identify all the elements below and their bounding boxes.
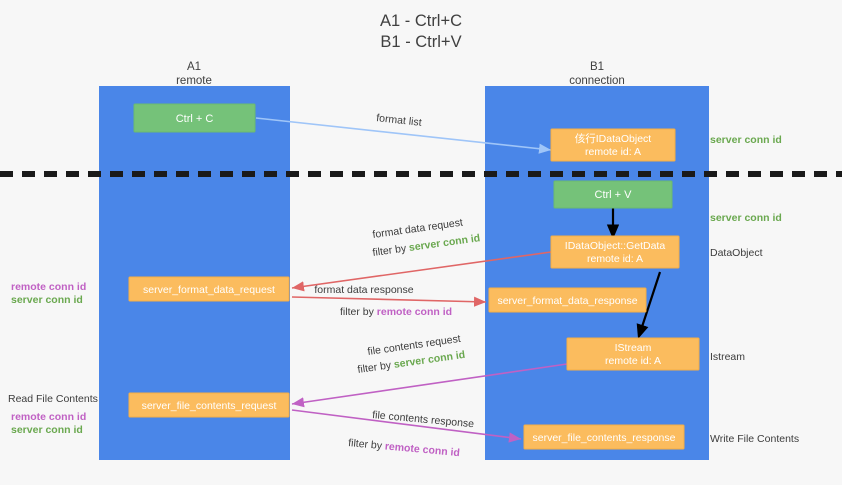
filter-prefix-4: filter by bbox=[348, 437, 386, 452]
filter-key-remote-conn-id-1: remote conn id bbox=[377, 306, 452, 318]
edge-format-data-response bbox=[291, 296, 487, 307]
filter-prefix-2: filter by bbox=[340, 306, 377, 318]
edge-format-list bbox=[255, 117, 552, 154]
node-idataobject-getdata-label-line1: IDataObject::GetData bbox=[565, 240, 666, 252]
node-server-file-contents-response-box[interactable] bbox=[523, 424, 685, 450]
lane-b1-title: B1 bbox=[590, 61, 604, 73]
annotation-write-file-contents: Write File Contents bbox=[710, 433, 799, 445]
node-ctrl-v[interactable]: Ctrl + V bbox=[553, 180, 673, 209]
node-istream-label-line2: remote id: A bbox=[605, 355, 661, 367]
node-idataobject-box[interactable] bbox=[550, 128, 676, 162]
edge-getdata-to-istream bbox=[636, 271, 662, 339]
node-server-file-contents-request-box[interactable] bbox=[128, 392, 290, 418]
edge-file-contents-request bbox=[291, 363, 568, 408]
node-idataobject-getdata-box[interactable] bbox=[550, 235, 680, 269]
annotation-dataobject: DataObject bbox=[710, 247, 763, 259]
node-ctrl-v-label: Ctrl + V bbox=[595, 189, 633, 201]
node-idataobject[interactable]: 侅行IDataObject remote id: A bbox=[550, 128, 676, 162]
node-server-file-contents-response-label: server_file_contents_response bbox=[532, 432, 675, 444]
annotation-server-conn-id-top: server conn id bbox=[710, 134, 782, 146]
node-ctrl-c-box[interactable] bbox=[133, 103, 256, 133]
node-idataobject-getdata-label-line2: remote id: A bbox=[587, 253, 643, 265]
node-idataobject-label-line2: remote id: A bbox=[585, 146, 641, 158]
edge-file-contents-response bbox=[291, 409, 522, 443]
page-title-line-1: A1 - Ctrl+C bbox=[380, 12, 462, 30]
lane-a1-title: A1 bbox=[187, 61, 201, 73]
edge-format-data-response-label: format data response bbox=[314, 284, 413, 296]
node-server-file-contents-request-label: server_file_contents_request bbox=[142, 400, 277, 412]
node-istream[interactable]: IStream remote id: A bbox=[566, 337, 700, 371]
annotation-left-server-conn-id-1: server conn id bbox=[11, 294, 83, 306]
node-istream-box[interactable] bbox=[566, 337, 700, 371]
annotation-read-file-contents: Read File Contents bbox=[8, 393, 98, 405]
node-server-file-contents-request[interactable]: server_file_contents_request bbox=[128, 392, 290, 418]
node-ctrl-v-box[interactable] bbox=[553, 180, 673, 209]
node-server-file-contents-response[interactable]: server_file_contents_response bbox=[523, 424, 685, 450]
filter-prefix-1: filter by bbox=[372, 242, 410, 259]
edge-format-data-request bbox=[291, 251, 552, 292]
annotation-server-conn-id-mid: server conn id bbox=[710, 212, 782, 224]
node-idataobject-label-line1: 侅行IDataObject bbox=[575, 132, 652, 145]
edge-format-list-label: format list bbox=[376, 112, 423, 129]
node-server-format-data-response-label: server_format_data_response bbox=[497, 295, 637, 307]
annotation-istream: Istream bbox=[710, 351, 745, 363]
filter-prefix-3: filter by bbox=[357, 359, 395, 376]
annotation-left-server-conn-id-2: server conn id bbox=[11, 424, 83, 436]
annotation-left-remote-conn-id-2: remote conn id bbox=[11, 411, 86, 423]
node-server-format-data-request[interactable]: server_format_data_request bbox=[128, 276, 290, 302]
page-title-line-2: B1 - Ctrl+V bbox=[380, 33, 461, 51]
node-istream-label-line1: IStream bbox=[615, 342, 652, 354]
node-ctrl-c[interactable]: Ctrl + C bbox=[133, 103, 256, 133]
node-server-format-data-response-box[interactable] bbox=[488, 287, 647, 313]
annotation-left-remote-conn-id-1: remote conn id bbox=[11, 281, 86, 293]
node-server-format-data-request-box[interactable] bbox=[128, 276, 290, 302]
edge-format-data-response-filter: filter by remote conn id bbox=[340, 306, 452, 318]
lane-b1-subtitle: connection bbox=[569, 75, 625, 87]
node-server-format-data-request-label: server_format_data_request bbox=[143, 284, 275, 296]
node-ctrl-c-label: Ctrl + C bbox=[176, 113, 214, 125]
lane-a1-subtitle: remote bbox=[176, 75, 212, 87]
node-idataobject-getdata[interactable]: IDataObject::GetData remote id: A bbox=[550, 235, 680, 269]
node-server-format-data-response[interactable]: server_format_data_response bbox=[488, 287, 647, 313]
